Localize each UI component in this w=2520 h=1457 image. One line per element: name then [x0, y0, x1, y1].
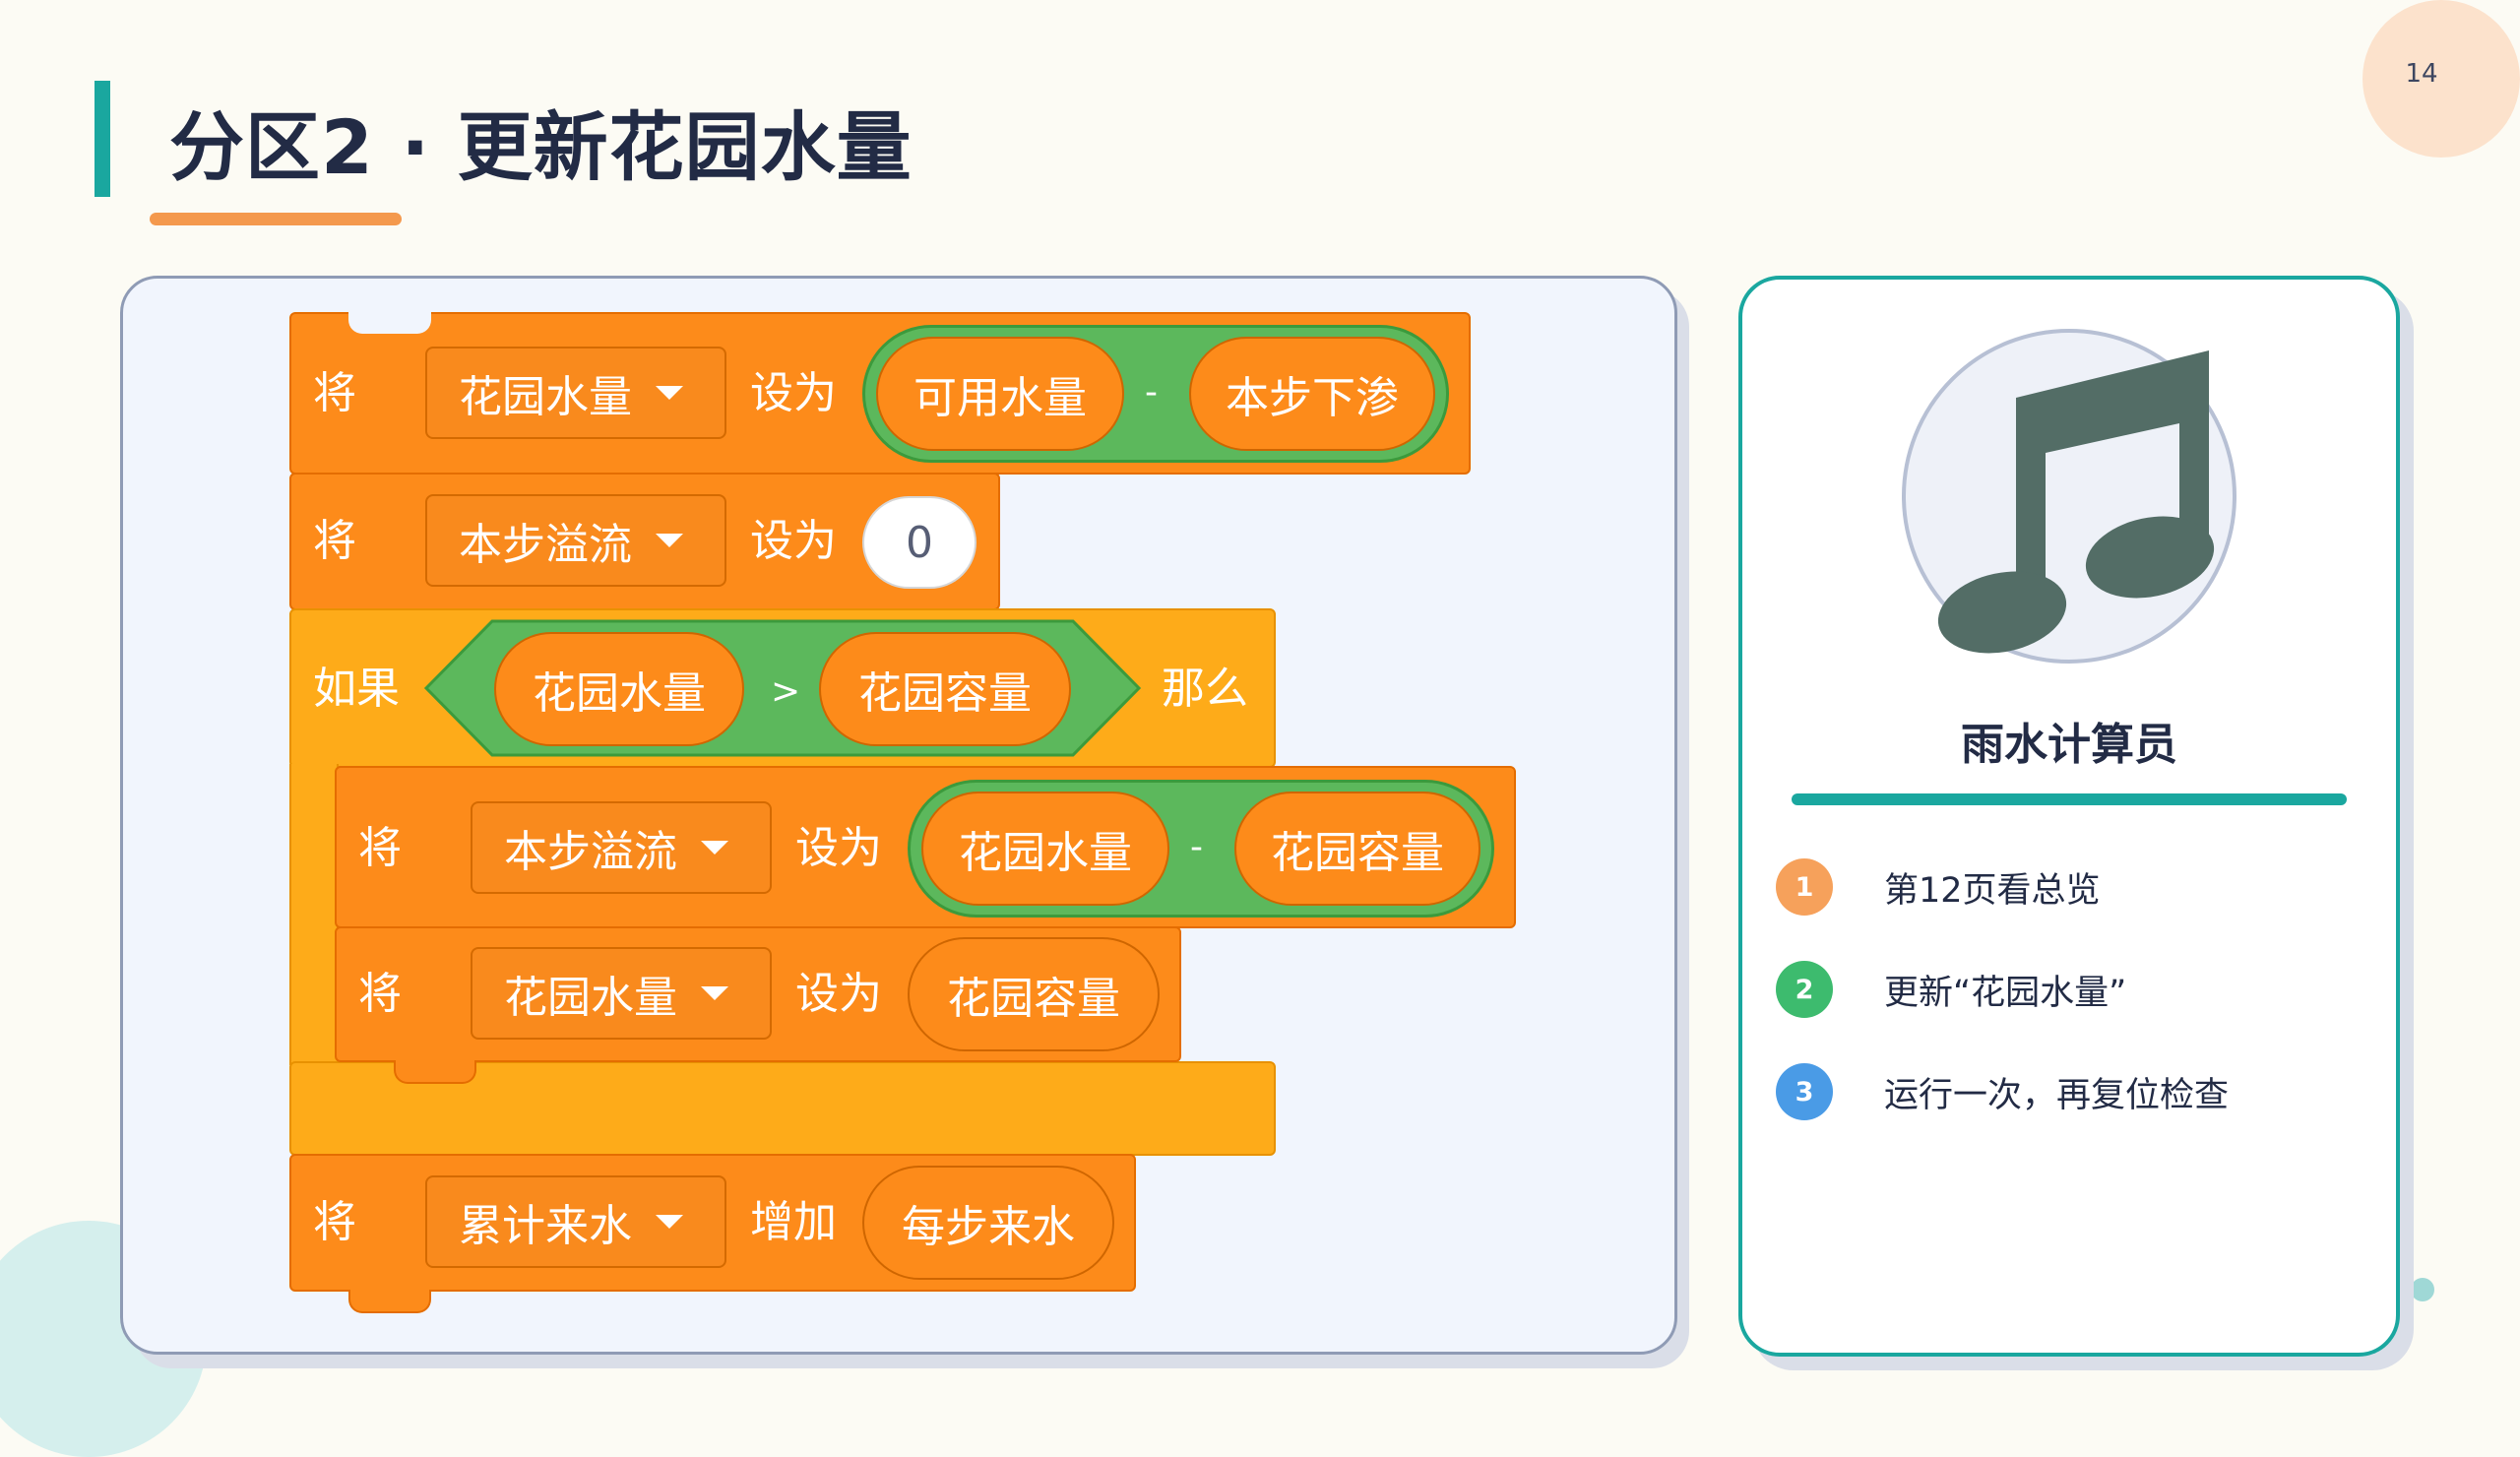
- set-to-label: 设为: [795, 969, 882, 1019]
- chevron-down-icon: [701, 986, 728, 1000]
- page-title: 分区2 · 更新花园水量: [169, 103, 913, 191]
- card-divider: [1792, 793, 2347, 805]
- number-input[interactable]: 0: [862, 496, 976, 589]
- variable-name: 花园水量: [459, 372, 632, 422]
- if-label: 如果: [313, 664, 400, 714]
- set-keyword: 将: [358, 969, 402, 1019]
- music-note-icon: [1937, 350, 2215, 654]
- variable-name: 本步溢流: [459, 520, 632, 570]
- reporter-garden-capacity[interactable]: 花园容量: [908, 937, 1160, 1051]
- variable-dropdown[interactable]: 花园水量: [471, 947, 772, 1040]
- title-accent-bar: [94, 81, 110, 197]
- step-number-badge: 1: [1776, 858, 1833, 916]
- set-to-label: 设为: [750, 516, 837, 566]
- operator-symbol: -: [1190, 827, 1203, 867]
- change-by-label: 增加: [750, 1197, 837, 1247]
- step-text: 运行一次，再复位检查: [1884, 1075, 2230, 1115]
- set-keyword: 将: [313, 516, 356, 566]
- reporter-garden-water[interactable]: 花园水量: [921, 792, 1169, 906]
- page-number: 14: [2405, 59, 2438, 89]
- variable-name: 花园水量: [504, 973, 677, 1023]
- chevron-down-icon: [656, 534, 683, 547]
- reporter-garden-capacity[interactable]: 花园容量: [1234, 792, 1480, 906]
- set-keyword: 将: [313, 368, 356, 418]
- list-item: 2 更新“花园水量”: [1776, 961, 2126, 1018]
- variable-dropdown[interactable]: 本步溢流: [425, 494, 726, 587]
- list-item: 3 运行一次，再复位检查: [1776, 1063, 2229, 1120]
- set-to-label: 设为: [750, 368, 837, 418]
- set-keyword: 将: [313, 1197, 356, 1247]
- set-to-label: 设为: [795, 823, 882, 873]
- reporter-infiltration[interactable]: 本步下渗: [1189, 337, 1435, 451]
- chevron-down-icon: [656, 1215, 683, 1229]
- reporter-garden-capacity[interactable]: 花园容量: [819, 632, 1071, 746]
- variable-dropdown[interactable]: 累计来水: [425, 1175, 726, 1268]
- sprite-name: 雨水计算员: [1961, 720, 2177, 770]
- list-item: 1 第12页看总览: [1776, 858, 2101, 916]
- step-text: 更新“花园水量”: [1884, 973, 2127, 1013]
- chevron-down-icon: [701, 841, 728, 855]
- then-label: 那么: [1162, 664, 1248, 714]
- variable-dropdown[interactable]: 花园水量: [425, 347, 726, 439]
- variable-name: 本步溢流: [504, 827, 677, 877]
- variable-name: 累计来水: [459, 1201, 632, 1251]
- chevron-down-icon: [656, 386, 683, 400]
- operator-symbol: >: [771, 671, 801, 712]
- operator-symbol: -: [1145, 372, 1158, 412]
- decorative-dot: [2411, 1278, 2434, 1301]
- variable-dropdown[interactable]: 本步溢流: [471, 801, 772, 894]
- set-keyword: 将: [358, 823, 402, 873]
- reporter-available-water[interactable]: 可用水量: [876, 337, 1124, 451]
- reporter-garden-water[interactable]: 花园水量: [494, 632, 744, 746]
- page-number-badge: [2362, 0, 2520, 158]
- reporter-inflow-per-step[interactable]: 每步来水: [862, 1166, 1114, 1280]
- step-text: 第12页看总览: [1884, 870, 2101, 911]
- title-underline: [150, 213, 402, 225]
- step-number-badge: 2: [1776, 961, 1833, 1018]
- step-number-badge: 3: [1776, 1063, 1833, 1120]
